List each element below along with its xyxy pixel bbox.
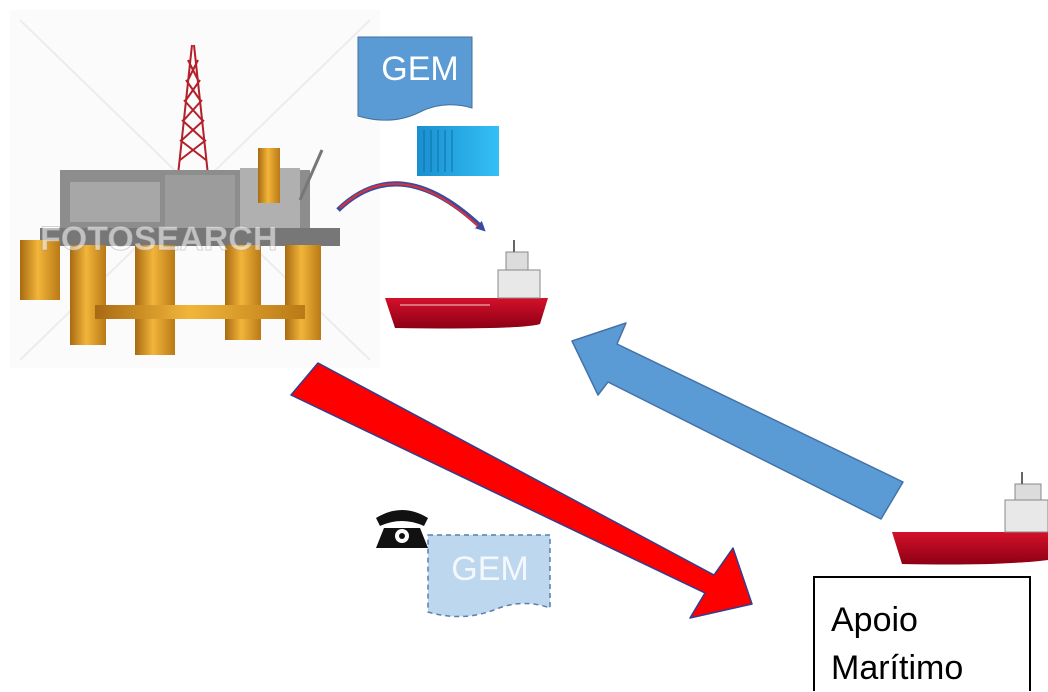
- gem-document-icon: [427, 534, 551, 618]
- watermark-text: FOTOSEARCH: [40, 220, 277, 258]
- apoio-maritimo-textbox: Apoio Marítimo: [813, 576, 1031, 691]
- gem-bottom-label: GEM: [451, 550, 529, 588]
- textbox-line-2: Marítimo: [831, 649, 964, 687]
- gem-top-label: GEM: [381, 50, 459, 88]
- container-icon: [417, 126, 499, 176]
- supply-ship-icon: [385, 240, 548, 329]
- oil-platform-icon: FOTOSEARCH: [10, 10, 380, 368]
- red-delivery-arrow: [290, 362, 753, 619]
- gem-document-icon: [357, 36, 473, 121]
- telephone-icon: [376, 510, 428, 548]
- supply-ship-icon: [892, 472, 1048, 565]
- blue-return-arrow: [571, 322, 904, 520]
- textbox-line-1: Apoio: [831, 601, 918, 639]
